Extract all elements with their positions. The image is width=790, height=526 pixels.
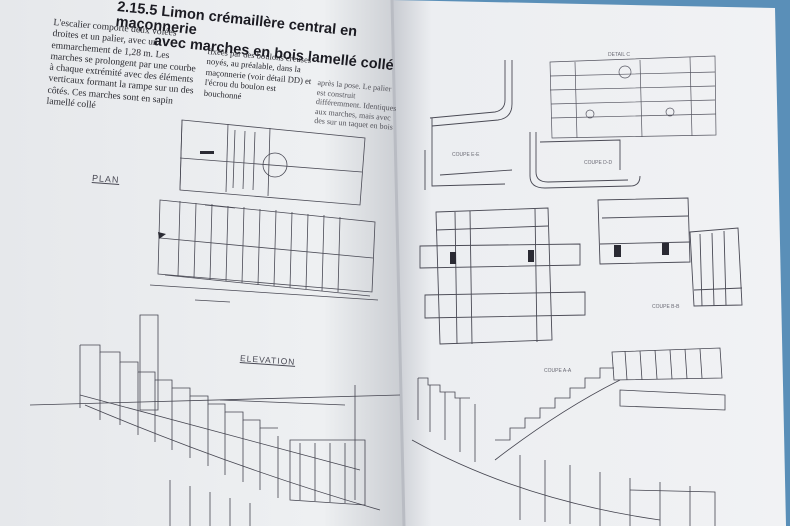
elevation-drawing [29,314,401,526]
section-profile-drawing [424,60,513,190]
detail-label-c: DETAIL C [608,52,630,58]
section-dd-drawing [597,197,743,307]
body-text-column-1: L'escalier comporte deux volées droites … [46,17,197,112]
plan-label: PLAN [91,173,120,185]
bolt-markers [450,243,669,264]
section-label-b: COUPE B-B [652,304,680,310]
right-page [392,0,786,526]
section-label-a: COUPE A-A [544,368,572,374]
body-text-column-2: fixées par des boulons creuses noyés, au… [203,46,312,101]
body-text-column-3: après la pose. Le palier est construit d… [313,78,397,133]
section-label-d: COUPE D-D [584,160,613,166]
middle-plan-drawing [419,207,586,345]
book-gutter [390,0,406,526]
plan-drawing [149,119,379,303]
detail-plate-drawing [549,55,717,139]
section-rail-drawing [529,132,641,189]
stair-elevation-drawing [411,347,726,526]
plan-markers [158,151,214,239]
section-label-e: COUPE E-E [452,152,480,158]
